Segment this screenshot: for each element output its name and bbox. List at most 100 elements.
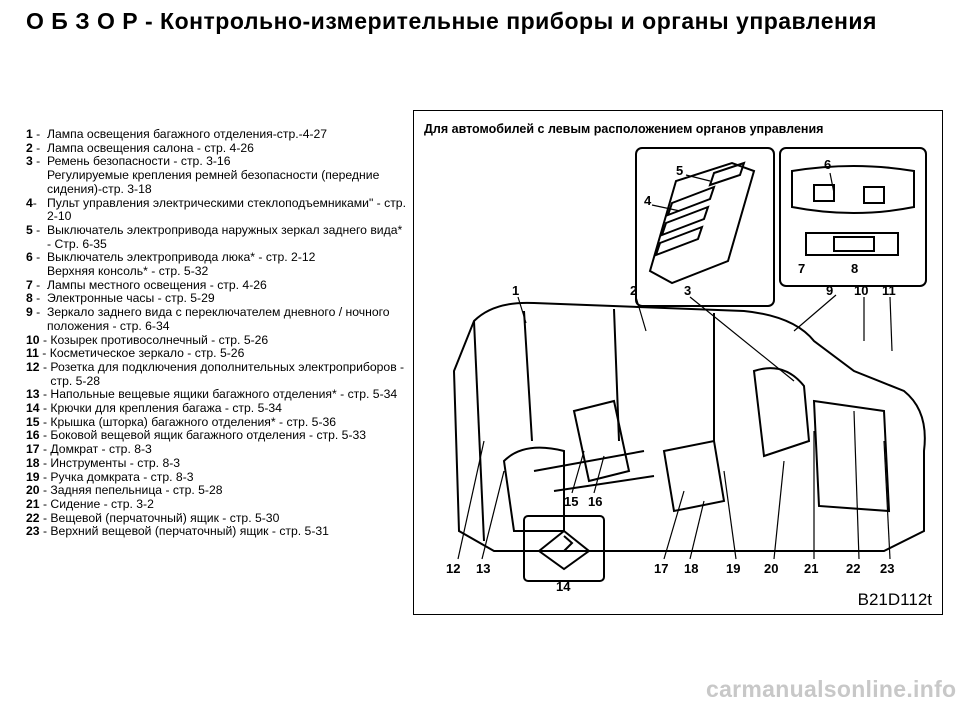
legend-list: 1 - Лампа освещения багажного отделения-… xyxy=(26,127,408,539)
vehicle-diagram: Для автомобилей с левым расположением ор… xyxy=(413,110,943,615)
legend-item: 5 - Выключатель электропривода наружных … xyxy=(26,222,408,251)
legend-item-separator: - xyxy=(39,442,51,457)
legend-item: 2 - Лампа освещения салона - стр. 4-26 xyxy=(26,140,408,156)
legend-item-text: Ремень безопасности - стр. 3-16 Регулиру… xyxy=(47,154,380,196)
callout-19: 19 xyxy=(726,561,740,576)
legend-item-text: Электронные часы - стр. 5-29 xyxy=(47,291,215,306)
callout-10: 10 xyxy=(854,283,868,298)
legend-item-separator: - xyxy=(32,222,47,237)
legend-item: 3 - Ремень безопасности - стр. 3-16 Регу… xyxy=(26,155,408,196)
callout-4: 4 xyxy=(644,193,652,208)
legend-item-separator: - xyxy=(39,332,51,347)
callout-18: 18 xyxy=(684,561,698,576)
callout-9: 9 xyxy=(826,283,833,298)
callout-12: 12 xyxy=(446,561,460,576)
legend-item-text: Пульт управления электрическими стеклопо… xyxy=(47,195,406,224)
legend-item-text: Задняя пепельница - стр. 5-28 xyxy=(50,483,223,498)
callout-15: 15 xyxy=(564,494,578,509)
legend-item-separator: - xyxy=(39,483,51,498)
legend-item-separator: - xyxy=(32,250,47,265)
legend-item-text: Лампа освещения салона - стр. 4-26 xyxy=(47,140,254,155)
callout-13: 13 xyxy=(476,561,490,576)
legend-item: 11 - Косметическое зеркало - стр. 5-26 xyxy=(26,347,408,361)
legend-item-number: 23 xyxy=(26,524,40,539)
legend-item-number: 15 xyxy=(26,414,40,429)
legend-item-number: 14 xyxy=(26,401,40,416)
legend-item-number: 5 xyxy=(26,222,33,237)
legend-item-number: 13 xyxy=(26,387,40,402)
legend-item-text: Зеркало заднего вида с переключателем дн… xyxy=(47,305,390,333)
callout-23: 23 xyxy=(880,561,894,576)
legend-item-separator: - xyxy=(32,140,47,155)
legend-item-separator: - xyxy=(32,195,47,210)
legend-item-text: Лампа освещения багажного отделения-стр.… xyxy=(47,127,328,141)
legend-item: 8 - Электронные часы - стр. 5-29 xyxy=(26,292,408,306)
callout-8: 8 xyxy=(851,261,858,276)
legend-item-separator: - xyxy=(39,387,51,402)
legend-item-separator: - xyxy=(32,291,47,306)
legend-item-number: 3 xyxy=(26,154,33,169)
door-switch-inset xyxy=(635,147,775,307)
vehicle-body xyxy=(452,301,926,552)
callout-3: 3 xyxy=(684,283,691,298)
legend-item-number: 12 xyxy=(26,359,40,374)
legend-item-separator: - xyxy=(39,496,51,511)
legend-item-number: 2 xyxy=(26,140,33,155)
legend-item-number: 1 xyxy=(26,127,33,141)
legend-item-text: Верхний вещевой (перчаточный) ящик - стр… xyxy=(50,524,329,539)
legend-item: 7 - Лампы местного освещения - стр. 4-26 xyxy=(26,277,408,293)
legend-item: 6 - Выключатель электропривода люка* - с… xyxy=(26,250,408,278)
legend-item-text: Косметическое зеркало - стр. 5-26 xyxy=(49,346,245,361)
legend-item-text: Ручка домкрата - стр. 8-3 xyxy=(50,469,194,484)
legend-item: 19 - Ручка домкрата - стр. 8-3 xyxy=(26,469,408,485)
legend-item-separator: - xyxy=(39,428,51,443)
legend-item-text: Напольные вещевые ящики багажного отделе… xyxy=(50,387,398,402)
legend-item-number: 22 xyxy=(26,510,40,525)
callout-5: 5 xyxy=(676,163,683,178)
legend-item-separator: - xyxy=(39,455,51,470)
legend-item: 1 - Лампа освещения багажного отделения-… xyxy=(26,127,408,142)
page-title: О Б З О Р - Контрольно-измерительные при… xyxy=(26,8,877,34)
legend-item-number: 18 xyxy=(26,455,40,470)
legend-item-separator: - xyxy=(32,277,47,292)
legend-item-text: Домкрат - стр. 8-3 xyxy=(50,442,152,457)
callout-11: 11 xyxy=(882,283,896,298)
legend-item-text: Вещевой (перчаточный) ящик - стр. 5-30 xyxy=(50,510,280,525)
callout-6: 6 xyxy=(824,157,831,172)
legend-item-number: 8 xyxy=(26,291,33,306)
legend-item-text: Сидение - стр. 3-2 xyxy=(50,496,154,511)
legend-item-number: 21 xyxy=(26,496,40,511)
callout-20: 20 xyxy=(764,561,778,576)
legend-item-number: 16 xyxy=(26,428,40,443)
legend-item: 20 - Задняя пепельница - стр. 5-28 xyxy=(26,484,408,498)
legend-item-number: 20 xyxy=(26,483,40,498)
callout-7: 7 xyxy=(798,261,805,276)
legend-item-text: Козырек противосолнечный - стр. 5-26 xyxy=(50,332,269,347)
legend-item-text: Крышка (шторка) багажного отделения* - с… xyxy=(50,414,337,429)
legend-item-number: 19 xyxy=(26,469,40,484)
callout-16: 16 xyxy=(588,494,602,509)
callout-22: 22 xyxy=(846,561,860,576)
legend-item-number: 7 xyxy=(26,277,33,292)
legend-item: 21 - Сидение - стр. 3-2 xyxy=(26,496,408,512)
legend-item-separator: - xyxy=(39,401,51,416)
vehicle-illustration: 1 2 3 4 5 6 7 8 9 10 11 12 13 14 15 16 1… xyxy=(446,147,927,594)
legend-item-text: Крючки для крепления багажа - стр. 5-34 xyxy=(50,401,282,416)
callout-17: 17 xyxy=(654,561,668,576)
legend-item: 16 - Боковой вещевой ящик багажного отде… xyxy=(26,429,408,443)
legend-item: 13 - Напольные вещевые ящики багажного о… xyxy=(26,388,408,402)
legend-item-separator: - xyxy=(38,346,50,361)
hook-inset xyxy=(523,515,605,582)
legend-item-separator: - xyxy=(39,469,51,484)
figure-code: B21D112t xyxy=(857,590,932,609)
legend-item: 10 - Козырек противосолнечный - стр. 5-2… xyxy=(26,332,408,348)
legend-item: 12 - Розетка для подключения дополнитель… xyxy=(26,359,408,388)
legend-item-text: Розетка для подключения дополнительных э… xyxy=(50,359,405,388)
legend-item-text: Боковой вещевой ящик багажного отделения… xyxy=(50,428,367,443)
legend-item-number: 9 xyxy=(26,305,33,320)
legend-item: 14 - Крючки для крепления багажа - стр. … xyxy=(26,401,408,416)
legend-item-number: 17 xyxy=(26,442,40,457)
legend-item-separator: - xyxy=(32,154,47,169)
legend-item: 22 - Вещевой (перчаточный) ящик - стр. 5… xyxy=(26,510,408,526)
legend-item-separator: - xyxy=(39,414,51,429)
